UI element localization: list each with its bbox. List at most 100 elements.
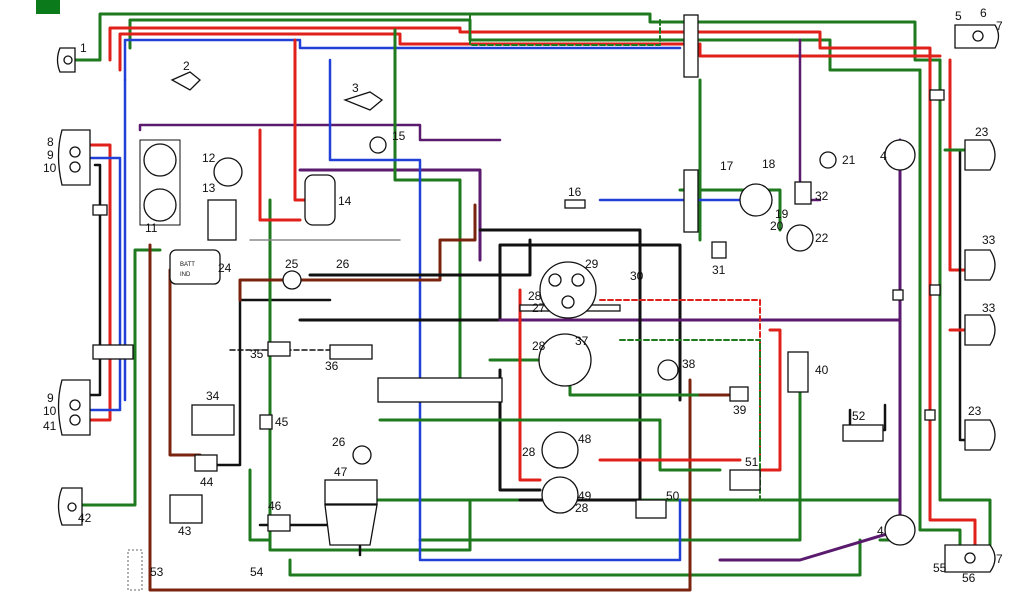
unit-44 [194, 454, 218, 472]
label-43: 43 [178, 524, 192, 538]
unit-47-body [324, 504, 378, 546]
label-49: 49 [578, 489, 592, 503]
lamp-42-bulb [67, 502, 77, 512]
label-33-top: 33 [982, 233, 996, 247]
wire-blue-bottom [418, 388, 682, 562]
wire-blue-top [123, 38, 682, 82]
label-53: 53 [150, 565, 164, 579]
wire-red-centre [258, 128, 302, 222]
wire-green-left [68, 38, 102, 62]
wire-brown-centre [238, 203, 477, 302]
wire-green-centre-2 [393, 28, 462, 382]
unit-47 [324, 479, 378, 505]
label-2: 2 [183, 59, 190, 73]
lamp-23-bottom [964, 419, 996, 451]
label-33-bottom: 33 [982, 301, 996, 315]
dynamo-ind-label: IND [180, 272, 191, 278]
unit-4-top [884, 139, 916, 171]
wire-red-dashed [599, 299, 761, 461]
unit-52 [842, 424, 884, 442]
gauge-49 [541, 476, 579, 514]
unit-43 [169, 494, 203, 524]
wire-black-center-a [213, 298, 332, 467]
label-26-top: 26 [336, 257, 350, 271]
label-30: 30 [630, 269, 644, 283]
wire-green-long [358, 498, 902, 542]
wire-brown-bottom [148, 243, 692, 592]
label-48: 48 [578, 432, 592, 446]
label-23-top: 23 [975, 125, 989, 139]
wire-blue-left [88, 156, 122, 412]
label-28-b: 28 [532, 339, 546, 353]
label-10-bottom: 10 [43, 404, 57, 418]
unit-38 [657, 359, 679, 381]
label-34: 34 [206, 389, 220, 403]
label-27: 27 [532, 301, 546, 315]
wire-black-mid [478, 228, 642, 502]
connector-left-top [92, 204, 108, 216]
gauge-48 [541, 431, 579, 469]
label-55: 55 [933, 561, 947, 575]
label-15: 15 [392, 129, 406, 143]
unit-3 [343, 91, 384, 111]
label-26-lower: 26 [332, 435, 346, 449]
wire-black-mid-2 [498, 368, 542, 492]
unit-46 [267, 514, 291, 532]
label-19: 19 [775, 207, 789, 221]
coil-13 [207, 199, 237, 241]
unit-40 [787, 351, 809, 393]
label-4-bottom: 4 [877, 524, 884, 538]
lamp-9-bulb-bottom [69, 399, 81, 411]
label-47: 47 [334, 465, 348, 479]
label-14: 14 [338, 194, 352, 208]
horn-11-bottom [143, 188, 177, 222]
unit-22 [786, 224, 814, 252]
wire-green-right-2 [918, 68, 962, 547]
connector-right-2 [929, 284, 941, 296]
unit-39 [729, 386, 749, 402]
label-22: 22 [815, 231, 829, 245]
label-3: 3 [352, 81, 359, 95]
lamp-33-bottom [964, 314, 996, 346]
unit-45 [259, 414, 273, 430]
lamp-1-bulb [63, 55, 73, 65]
unit-31 [711, 241, 727, 259]
label-21: 21 [842, 153, 856, 167]
unit-51 [729, 469, 761, 491]
gauge-29-inner-a [548, 273, 562, 287]
connector-right-1 [929, 89, 945, 101]
connector-centre [377, 377, 503, 403]
horn-11-frame [139, 139, 181, 226]
label-29: 29 [585, 257, 599, 271]
lamp-6-bulb [972, 30, 984, 42]
label-52: 52 [852, 409, 866, 423]
label-28-a: 28 [528, 289, 542, 303]
unit-36 [329, 344, 373, 360]
wire-red-right-mid [758, 328, 782, 472]
gauge-29-inner-b [571, 273, 585, 287]
unit-21 [819, 151, 837, 169]
unit-32 [794, 181, 812, 205]
wire-black-left [88, 163, 102, 397]
connector-right [683, 169, 699, 233]
wire-blue-centre [328, 58, 422, 392]
lamp-56-bulb [964, 552, 976, 564]
label-28-d: 28 [575, 501, 589, 515]
label-56: 56 [962, 571, 976, 585]
lamp-10-bulb-bottom [69, 414, 81, 426]
wire-green-bottom [288, 538, 862, 577]
unit-34 [191, 404, 235, 436]
unit-2 [170, 71, 201, 91]
unit-4-bottom [884, 514, 916, 546]
label-4-top: 4 [880, 149, 887, 163]
horn-11-top [143, 143, 177, 177]
label-8: 8 [47, 135, 54, 149]
label-9-top: 9 [47, 148, 54, 162]
unit-18 [739, 183, 773, 217]
wire-purple-right [798, 38, 822, 202]
unit-16 [564, 199, 586, 209]
wire-brown-left [168, 268, 202, 472]
connector-top [683, 14, 699, 78]
connector-left [92, 344, 134, 360]
label-40: 40 [815, 363, 829, 377]
